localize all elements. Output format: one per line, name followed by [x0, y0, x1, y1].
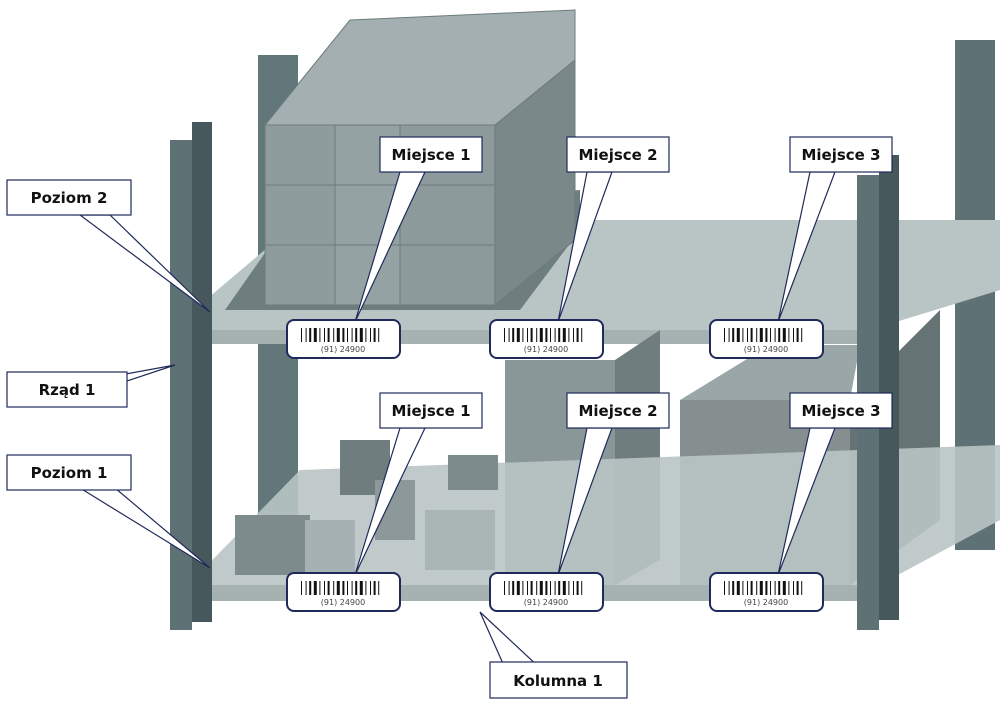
svg-text:Miejsce 3: Miejsce 3 — [801, 402, 880, 420]
barcode-label: (91) 24900 — [286, 572, 401, 612]
svg-text:(91) 24900: (91) 24900 — [321, 345, 365, 354]
front-post-left — [170, 140, 192, 630]
callout-poziom-1: Poziom 1 — [6, 454, 132, 491]
svg-text:Kolumna 1: Kolumna 1 — [513, 672, 603, 690]
callout-miejsce: Miejsce 2 — [566, 392, 670, 429]
svg-text:(91) 24900: (91) 24900 — [321, 598, 365, 607]
svg-text:Miejsce 3: Miejsce 3 — [801, 146, 880, 164]
svg-text:Miejsce 2: Miejsce 2 — [578, 146, 657, 164]
callout-miejsce: Miejsce 3 — [789, 136, 893, 173]
svg-text:Poziom 2: Poziom 2 — [31, 189, 108, 207]
barcode — [724, 581, 803, 595]
location-label: Miejsce 3 (91) 24900 — [709, 392, 893, 612]
svg-text:Rząd 1: Rząd 1 — [39, 381, 96, 399]
svg-text:(91) 24900: (91) 24900 — [744, 345, 788, 354]
barcode — [504, 581, 583, 595]
svg-text:Poziom 1: Poziom 1 — [31, 464, 108, 482]
barcode — [724, 328, 803, 342]
location-label: Miejsce 3 (91) 24900 — [709, 136, 893, 359]
barcode-label: (91) 24900 — [286, 319, 401, 359]
barcode — [301, 328, 380, 342]
svg-text:(91) 24900: (91) 24900 — [524, 345, 568, 354]
barcode-label: (91) 24900 — [489, 319, 604, 359]
callout-miejsce: Miejsce 1 — [379, 136, 483, 173]
barcode-label: (91) 24900 — [709, 319, 824, 359]
location-label: Miejsce 2 (91) 24900 — [489, 136, 670, 359]
location-label: Miejsce 1 (91) 24900 — [286, 136, 483, 359]
svg-text:Miejsce 1: Miejsce 1 — [391, 146, 470, 164]
callout-miejsce: Miejsce 2 — [566, 136, 670, 173]
callout-kolumna-1: Kolumna 1 — [489, 661, 628, 699]
location-label: Miejsce 1 (91) 24900 — [286, 392, 483, 612]
barcode-label: (91) 24900 — [489, 572, 604, 612]
callout-poziom-2: Poziom 2 — [6, 179, 132, 216]
small-boxes — [235, 440, 498, 575]
svg-text:Miejsce 2: Miejsce 2 — [578, 402, 657, 420]
barcode-label: (91) 24900 — [709, 572, 824, 612]
svg-text:(91) 24900: (91) 24900 — [744, 598, 788, 607]
callout-miejsce: Miejsce 3 — [789, 392, 893, 429]
callout-rzad-1: Rząd 1 — [6, 371, 128, 408]
svg-text:Miejsce 1: Miejsce 1 — [391, 402, 470, 420]
barcode — [504, 328, 583, 342]
location-label: Miejsce 2 (91) 24900 — [489, 392, 670, 612]
barcode — [301, 581, 380, 595]
svg-text:(91) 24900: (91) 24900 — [524, 598, 568, 607]
callout-miejsce: Miejsce 1 — [379, 392, 483, 429]
